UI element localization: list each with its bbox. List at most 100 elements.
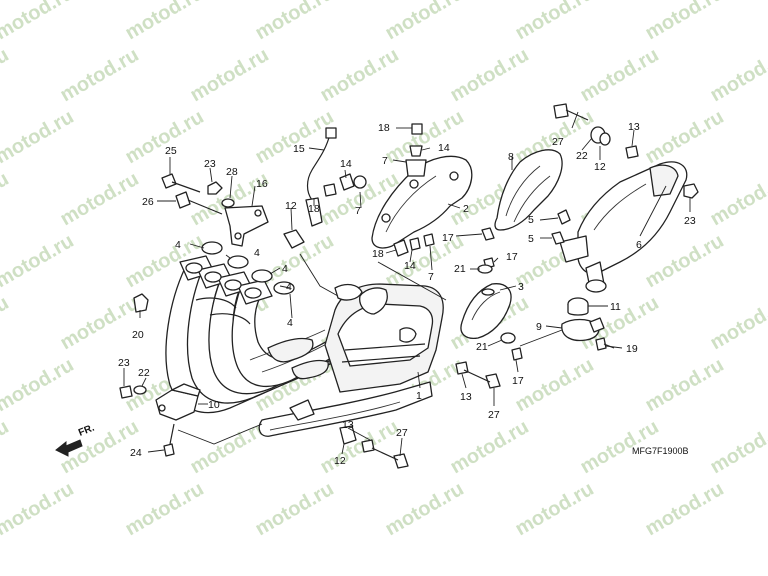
- callout-17-c: 17: [512, 375, 524, 387]
- callout-14-c: 14: [404, 260, 416, 272]
- watermark-text: motod.ru: [317, 44, 403, 106]
- callout-17-a: 17: [442, 232, 454, 244]
- callout-14-b: 14: [438, 142, 450, 154]
- watermark-text: motod.ru: [707, 292, 768, 354]
- watermark-text: motod.ru: [0, 292, 13, 354]
- watermark-text: motod.ru: [0, 354, 78, 416]
- watermark-text: motod.ru: [512, 478, 598, 540]
- watermark-text: motod.ru: [57, 292, 143, 354]
- callout-28: 28: [226, 166, 238, 178]
- watermark-text: motod.ru: [252, 478, 338, 540]
- watermark-text: motod.ru: [512, 354, 598, 416]
- fasteners: [119, 103, 699, 469]
- watermark-text: motod.ru: [0, 44, 13, 106]
- muffler-gasket: [567, 297, 589, 316]
- watermark-text: motod.ru: [122, 0, 208, 44]
- callout-4-c: 4: [282, 263, 288, 275]
- watermark-text: motod.ru: [0, 168, 13, 230]
- callout-9: 9: [536, 321, 542, 333]
- callout-13-a: 13: [628, 121, 640, 133]
- callout-24: 24: [130, 447, 142, 459]
- callout-23-right: 23: [684, 215, 696, 227]
- watermark-text: motod.ru: [57, 44, 143, 106]
- callout-18-c: 18: [372, 248, 384, 260]
- o2-sensor: [305, 127, 337, 227]
- watermark-text: motod.ru: [122, 478, 208, 540]
- watermark-text: motod.ru: [577, 44, 663, 106]
- watermark-text: motod.ru: [642, 354, 728, 416]
- watermark-text: motod.ru: [642, 0, 728, 44]
- callout-23-top: 23: [204, 158, 216, 170]
- watermark-text: motod.ru: [642, 106, 728, 168]
- watermark-text: motod.ru: [642, 230, 728, 292]
- callout-10: 10: [208, 399, 220, 411]
- watermark-text: motod.ru: [707, 44, 768, 106]
- callout-19: 19: [626, 343, 638, 355]
- callout-22-b: 22: [138, 367, 150, 379]
- callout-4-d: 4: [286, 281, 292, 293]
- callout-21-a: 21: [454, 263, 466, 275]
- callout-13-b: 13: [460, 391, 472, 403]
- diagram-code: MFG7F1900B: [632, 446, 689, 456]
- callout-26: 26: [142, 196, 154, 208]
- watermark-text: motod.ru: [57, 168, 143, 230]
- watermark-text: motod.ru: [382, 478, 468, 540]
- watermark-text: motod.ru: [707, 168, 768, 230]
- watermark-text: motod.ru: [707, 416, 768, 478]
- callout-4-a: 4: [175, 239, 181, 251]
- callout-12-a: 12: [285, 200, 297, 212]
- callout-3: 3: [518, 281, 524, 293]
- heat-shield-rear: [494, 149, 563, 231]
- lower-cover: [460, 283, 512, 340]
- watermark-text: motod.ru: [252, 106, 338, 168]
- callout-18-b: 18: [378, 122, 390, 134]
- exhaust-header-pipes: [165, 255, 351, 414]
- callout-labels: 25 23 28 16 26 4 4 4 4 4 12 15 18 14 7 1…: [118, 121, 696, 467]
- watermark-text: motod.ru: [317, 416, 403, 478]
- watermark-text: motod.ru: [382, 0, 468, 44]
- leader-lines: [123, 111, 691, 457]
- watermark-text: motod.ru: [0, 230, 78, 292]
- heat-shield-front: [371, 155, 473, 249]
- watermark-text: motod.ru: [512, 0, 598, 44]
- callout-25: 25: [165, 145, 177, 157]
- callout-14-a: 14: [340, 158, 352, 170]
- callout-16: 16: [256, 178, 268, 190]
- watermark-text: motod.ru: [642, 478, 728, 540]
- callout-7-c: 7: [428, 271, 434, 283]
- callout-5-a: 5: [528, 214, 534, 226]
- watermark-text: motod.ru: [0, 478, 78, 540]
- callout-18-a: 18: [308, 203, 320, 215]
- callout-2: 2: [463, 203, 469, 215]
- callout-12-b: 12: [594, 161, 606, 173]
- callout-1: 1: [416, 390, 422, 402]
- front-marker-label: FR.: [77, 422, 96, 438]
- muffler: [559, 161, 688, 293]
- callout-4-e: 4: [287, 317, 293, 329]
- callout-7-b: 7: [382, 155, 388, 167]
- callout-27-c: 27: [396, 427, 408, 439]
- exhaust-chamber: [258, 283, 444, 437]
- muffler-clamp: [561, 317, 605, 342]
- watermark-text: motod.ru: [122, 106, 208, 168]
- callout-6: 6: [636, 239, 642, 251]
- watermark-text: motod.ru: [0, 0, 78, 44]
- callout-11: 11: [610, 301, 621, 313]
- callout-15: 15: [293, 143, 305, 155]
- callout-21-b: 21: [476, 341, 488, 353]
- callout-23-left: 23: [118, 357, 130, 369]
- callout-20: 20: [132, 329, 144, 341]
- watermark-text: motod.ru: [252, 0, 338, 44]
- watermark-text: motod.ru: [447, 44, 533, 106]
- callout-4-b: 4: [254, 247, 260, 259]
- callout-5-b: 5: [528, 233, 534, 245]
- callout-7-a: 7: [355, 205, 361, 217]
- callout-27-b: 27: [488, 409, 500, 421]
- callout-22-a: 22: [576, 150, 588, 162]
- watermark-text: motod.ru: [0, 106, 78, 168]
- bracket-10: [155, 383, 201, 421]
- watermark-text: motod.ru: [447, 416, 533, 478]
- callout-13-c: 13: [342, 419, 354, 431]
